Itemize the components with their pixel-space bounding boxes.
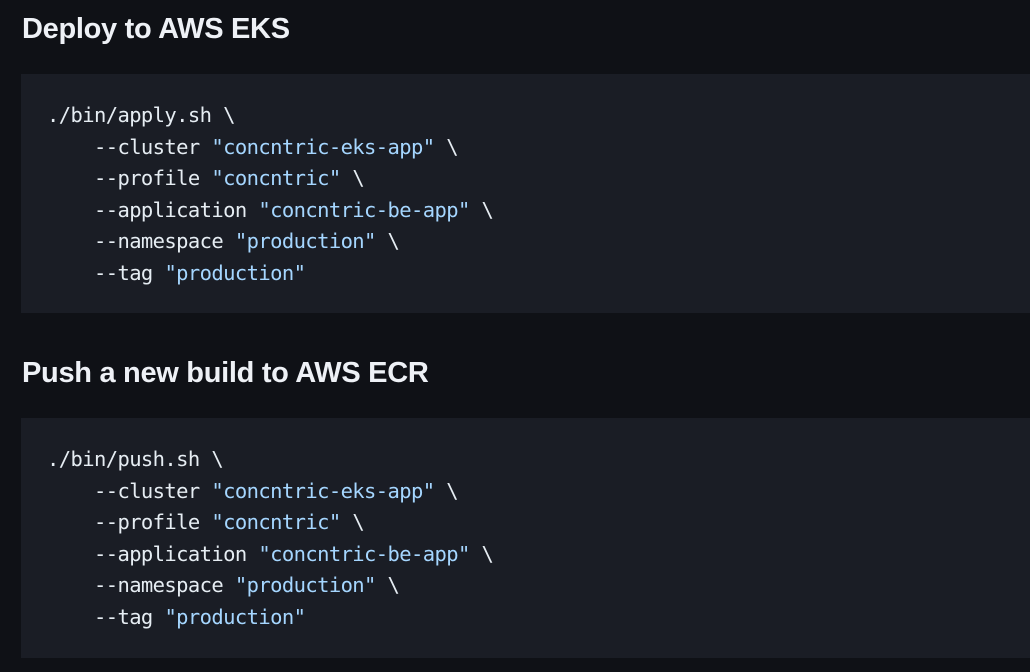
flag: --namespace [93,229,224,253]
string-value: "concntric" [211,510,341,534]
section-heading-push: Push a new build to AWS ECR [22,357,429,389]
code-block-push: ./bin/push.sh \ --cluster "concntric-eks… [21,418,1030,658]
command-text: ./bin/push.sh [47,447,200,471]
code-deploy: ./bin/apply.sh \ --cluster "concntric-ek… [47,103,494,285]
flag: --cluster [93,134,200,159]
string-value: "concntric-eks-app" [211,478,435,503]
string-value: "production" [164,260,306,285]
string-value: "production" [234,229,377,253]
string-value: "concntric-be-app" [258,197,470,222]
flag: --namespace [93,573,224,597]
section-heading-deploy: Deploy to AWS EKS [22,13,290,45]
code-block-deploy: ./bin/apply.sh \ --cluster "concntric-ek… [21,74,1030,313]
string-value: "concntric-be-app" [258,541,470,566]
flag: --application [93,197,247,222]
flag: --application [93,541,247,566]
command-text: ./bin/apply.sh [47,103,212,127]
string-value: "production" [234,573,377,597]
flag: --tag [93,604,153,629]
flag: --cluster [93,478,200,503]
flag: --profile [93,510,200,534]
flag: --profile [93,166,200,190]
code-push: ./bin/push.sh \ --cluster "concntric-eks… [47,447,494,629]
string-value: "concntric-eks-app" [211,134,435,159]
string-value: "concntric" [211,166,341,190]
flag: --tag [93,260,153,285]
string-value: "production" [164,604,306,629]
